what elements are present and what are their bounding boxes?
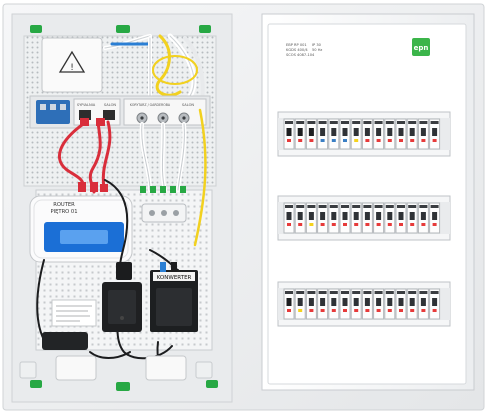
bottom-outlet-blocks <box>19 355 213 381</box>
rj45-plugs-red <box>78 118 108 192</box>
svg-text:epn: epn <box>414 44 429 52</box>
coax-cables-white <box>139 108 207 247</box>
router-device: ROUTER PIĘTRO 01 <box>29 195 133 263</box>
panel-header-3: SCOS 4087-104 <box>286 53 315 57</box>
patch-label-sypialnia: SYPIALNIA <box>77 103 96 107</box>
fiber-optic-box: ! <box>41 37 103 93</box>
tv-splitter <box>141 203 187 223</box>
distribution-panel: EBP RP 001 KGDS 400/4 SCOS 4087-104 IP 3… <box>261 13 475 391</box>
power-adapter-main <box>102 282 142 332</box>
brand-badge: epn <box>412 38 430 56</box>
media-converter: KONWERTER <box>150 262 198 332</box>
power-adapter-small <box>116 262 132 280</box>
breaker-row-1 <box>277 111 451 157</box>
panel-header-4: IP 30 <box>312 43 322 47</box>
panel-header-2: KGDS 400/4 <box>286 48 308 52</box>
patch-label-korytarz: KORYTARZ / GARDEROBA <box>130 103 171 107</box>
multimedia-section: ! SYPIALNIA <box>19 33 217 381</box>
green-couplers <box>140 186 186 193</box>
top-cable-bundle <box>103 33 205 112</box>
info-sticker <box>51 299 97 327</box>
panel-header-5: 50 Hz <box>312 48 322 52</box>
power-adapter-bottom <box>42 332 88 350</box>
breaker-row-3 <box>277 281 451 327</box>
breaker-row-2 <box>277 195 451 241</box>
converter-label: KONWERTER <box>157 275 192 281</box>
coax-splitter <box>36 100 70 124</box>
svg-text:!: ! <box>70 63 74 73</box>
patch-rail: SYPIALNIA SALON KORYTARZ / GARDEROBA SAL… <box>29 95 211 129</box>
panel-header-1: EBP RP 001 <box>286 43 307 47</box>
router-label-line2: PIĘTRO 01 <box>50 209 77 215</box>
patch-label-salon-2: SALON <box>182 103 195 107</box>
router-label-line1: ROUTER <box>53 202 75 208</box>
patch-label-salon: SALON <box>104 103 117 107</box>
